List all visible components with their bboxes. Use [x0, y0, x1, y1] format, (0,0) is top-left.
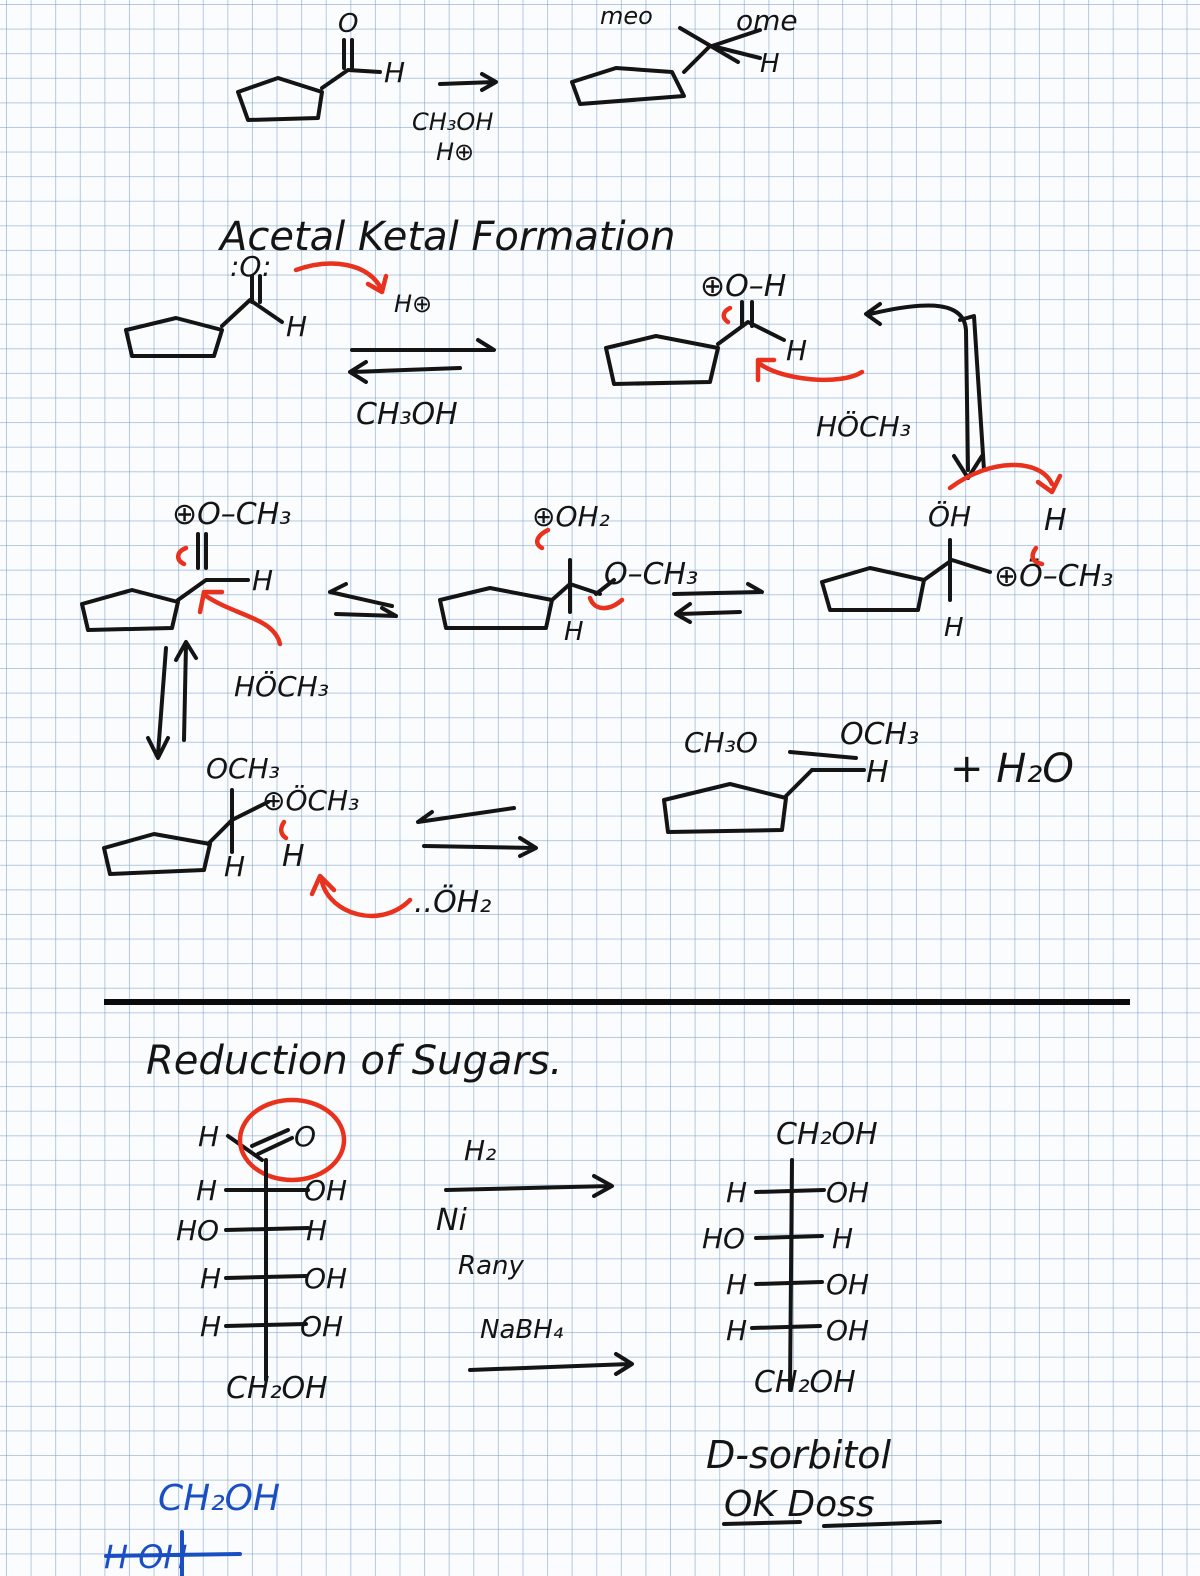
product-ch3o: CH₃O — [684, 726, 758, 759]
note-underline — [722, 1520, 942, 1528]
glucose-row4-right: OH — [300, 1310, 343, 1343]
step2-oh-plus: ⊕O–H — [700, 269, 786, 304]
equilibrium-arrow-1 — [348, 338, 496, 384]
product-bonds — [678, 26, 762, 74]
reagent-methanol: CH₃OH — [412, 108, 493, 136]
step1-acid: H⊕ — [394, 290, 432, 318]
red-arrow-second-methanol — [197, 589, 283, 647]
acetal-ketal-title: Acetal Ketal Formation — [217, 214, 675, 260]
acetal-product: CH₃O OCH₃ H + H₂O — [662, 717, 1074, 834]
step6-h2: H — [282, 839, 305, 874]
product-meo: meo — [600, 2, 653, 30]
step5-h: H — [252, 564, 273, 597]
step1-reagent: CH₃OH — [356, 397, 458, 432]
acetal-step5: ⊕O–CH₃ H HÖCH₃ — [80, 497, 398, 760]
sorbitol-row2-right: H — [832, 1222, 853, 1255]
equilibrium-arrow-5 — [328, 582, 398, 618]
circled-aldehyde — [237, 1097, 347, 1183]
equilibrium-arrow-6 — [416, 806, 538, 858]
sugar-reagents: H₂ Ni Rany NaBH₄ — [436, 1134, 634, 1376]
black-arrow-down — [864, 302, 984, 480]
sorbitol-row3-left: H — [726, 1268, 747, 1301]
step3-och3: ⊕Ö–CH₃ — [994, 558, 1113, 594]
step5-oxocarbenium: ⊕O–CH₃ — [172, 497, 291, 532]
sorbitol-top: CH₂OH — [776, 1117, 878, 1152]
sorbitol-row1-right: OH — [826, 1176, 869, 1209]
step5-nucleophile: HÖCH₃ — [234, 669, 329, 703]
sorbitol-backbone — [788, 1158, 794, 1392]
glucose-bottom: CH₂OH — [226, 1371, 328, 1406]
step1-o: :O: — [230, 250, 271, 283]
sorbitol-bottom: CH₂OH — [754, 1365, 856, 1400]
acetal-step6: OCH₃ ⊕ÖCH₃ H H ..ÖH₂ — [102, 752, 538, 920]
glucose-row3-right: OH — [304, 1262, 347, 1295]
sugar-reduction-title: Reduction of Sugars. — [146, 1038, 562, 1084]
glucose-row3-left: H — [200, 1262, 221, 1295]
step3-h-top: H — [1044, 503, 1067, 538]
sorbitol-row2-left: HO — [702, 1222, 745, 1255]
glucose-top-o: O — [294, 1120, 316, 1153]
product-och3: OCH₃ — [840, 717, 919, 752]
glucose-row2-left: HO — [176, 1214, 219, 1247]
reaction-arrow-nabh4 — [468, 1352, 634, 1376]
reactant-o-label: O — [338, 9, 358, 39]
acetal-step1: :O: H H⊕ CH₃OH — [124, 250, 496, 432]
equilibrium-arrow-4 — [672, 582, 764, 624]
product-h: H — [866, 755, 889, 790]
step4-h: H — [564, 617, 584, 647]
step6-och3-plus: ⊕ÖCH₃ — [262, 783, 359, 817]
red-arrow-methanol-attack — [755, 357, 865, 383]
product-note: OK Doss — [724, 1484, 875, 1525]
step3-oh: ÖH — [928, 499, 971, 533]
vertical-equilibrium-arrow — [146, 640, 198, 760]
sorbitol-row4-right: OH — [826, 1314, 869, 1347]
red-arrow-o-to-acid — [293, 261, 389, 295]
step4-oh2: ⊕OH₂ — [532, 500, 610, 533]
product-ome: ome — [736, 4, 798, 37]
cyclopentane-ring — [236, 76, 324, 122]
bond-ring-to-carbonyl — [320, 68, 382, 90]
sorbitol-row1-left: H — [726, 1176, 747, 1209]
step6-och3: OCH₃ — [206, 752, 280, 785]
step4-och3: O–CH₃ — [604, 557, 698, 592]
reaction-arrow-h2 — [444, 1174, 614, 1198]
product-cyclopentane-ring — [570, 66, 686, 106]
reagent-hydrogen: H₂ — [464, 1134, 496, 1167]
reagent-nabh4: NaBH₄ — [480, 1315, 564, 1345]
step3-h-bottom: H — [944, 613, 964, 643]
blue-partial-projection: CH₂OH H OH — [104, 1478, 280, 1576]
red-arrow-water-deprotonation — [309, 873, 413, 919]
glucose-top-h: H — [198, 1120, 219, 1153]
reactant-h-label: H — [384, 56, 405, 89]
step2-h: H — [786, 334, 807, 367]
red-arrow-proton-transfer — [947, 462, 1063, 495]
glucose-row1-right: OH — [304, 1174, 347, 1207]
step2-nucleophile: HÖCH₃ — [816, 409, 911, 443]
glucose-fischer-projection: H O H OH HO H H OH H OH CH₂OH — [176, 1097, 347, 1406]
product-water: + H₂O — [950, 746, 1074, 792]
step1-h: H — [286, 310, 307, 343]
reagent-acid: H⊕ — [436, 138, 474, 166]
acetal-step4: ⊕OH₂ O–CH₃ H — [438, 500, 764, 647]
glucose-row2-right: H — [306, 1214, 327, 1247]
sorbitol-fischer-projection: CH₂OH H OH HO H H OH H OH CH₂OH — [702, 1117, 878, 1400]
sorbitol-row4-left: H — [726, 1314, 747, 1347]
acetal-step3: ÖH H ⊕Ö–CH₃ H — [820, 462, 1113, 643]
acetal-step2: ⊕O–H H HÖCH₃ — [604, 269, 986, 480]
reaction-arrow-top — [438, 72, 498, 92]
step6-h1: H — [224, 850, 245, 883]
reagent-nickel: Ni — [436, 1203, 467, 1238]
sorbitol-row3-right: OH — [826, 1268, 869, 1301]
glucose-row1-left: H — [196, 1174, 217, 1207]
carbonyl-double-bond — [342, 38, 354, 70]
top-reaction: O H CH₃OH H⊕ meo ome H — [236, 2, 798, 166]
glucose-row4-left: H — [200, 1310, 221, 1343]
reagent-raney: Rany — [458, 1251, 524, 1281]
step6-water: ..ÖH₂ — [414, 884, 491, 920]
product-h: H — [760, 49, 780, 79]
blue-ch2oh: CH₂OH — [158, 1478, 280, 1519]
product-name-sorbitol: D-sorbitol — [706, 1433, 891, 1477]
